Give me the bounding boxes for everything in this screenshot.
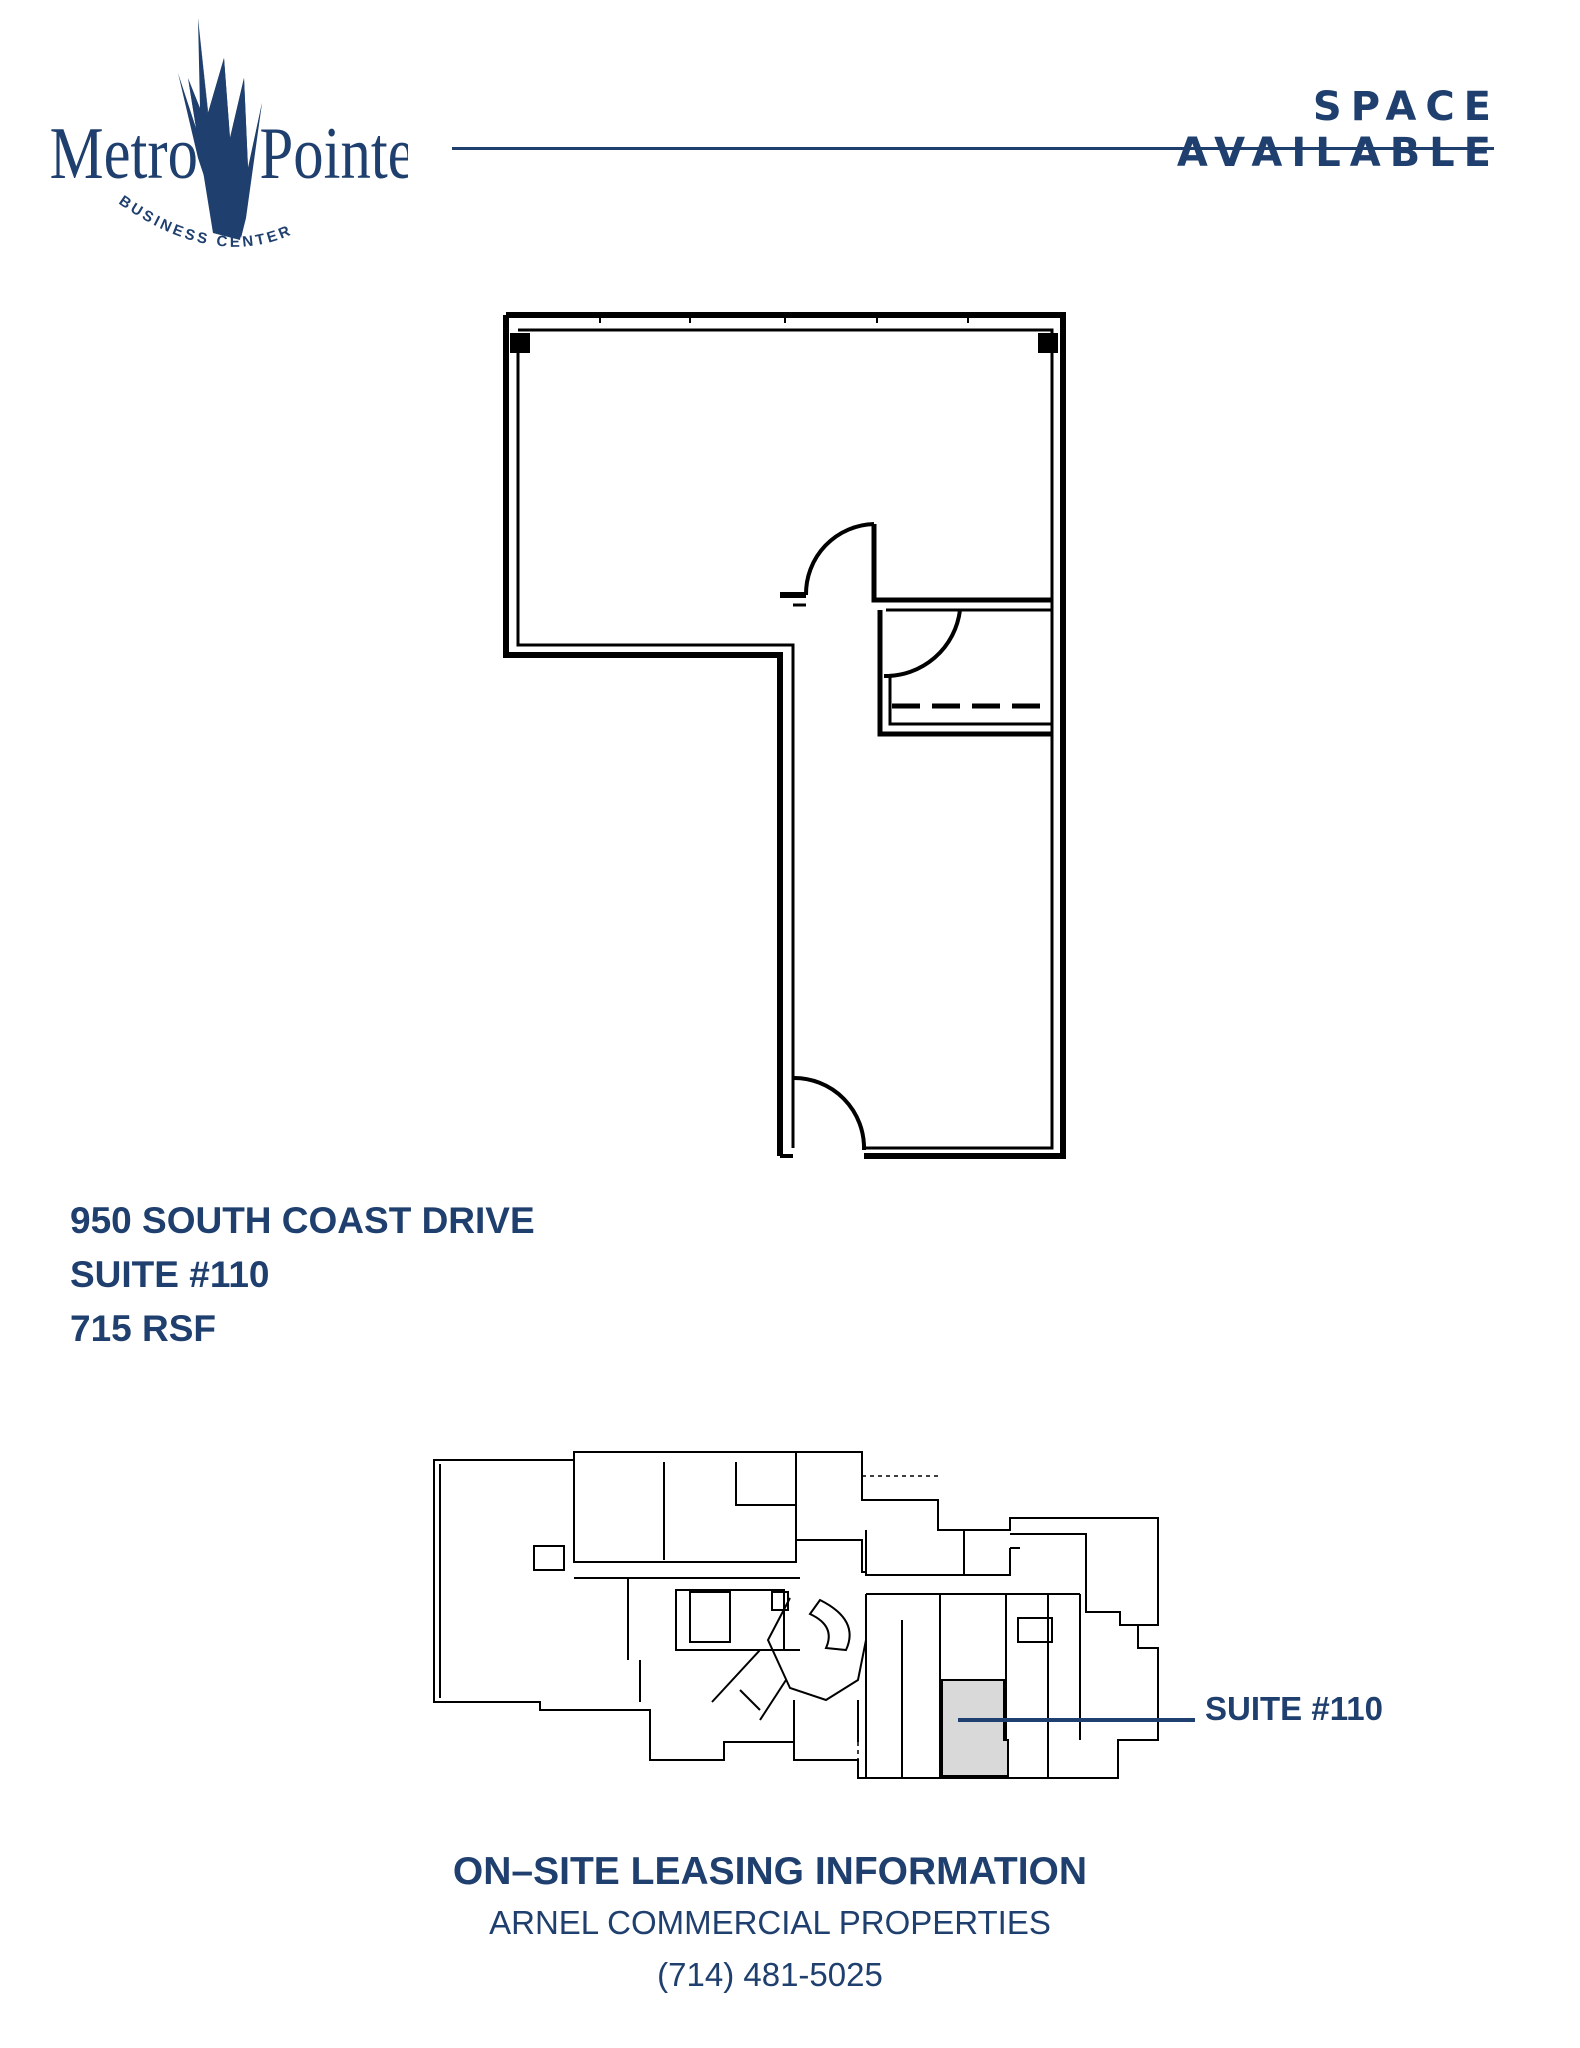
header-divider bbox=[452, 147, 1494, 150]
leasing-title: ON–SITE LEASING INFORMATION bbox=[452, 1850, 1088, 1893]
suite-floor-plan bbox=[503, 312, 1066, 1159]
column bbox=[510, 333, 530, 353]
column bbox=[1038, 333, 1058, 353]
leasing-phone[interactable]: (714) 481-5025 bbox=[657, 1956, 883, 1993]
door-swing bbox=[803, 522, 875, 596]
property-suite: SUITE #110 bbox=[70, 1254, 270, 1295]
page-title: SPACE AVAILABLE bbox=[1176, 84, 1500, 176]
metro-pointe-logo: Metro Pointe BUSINESS CENTER bbox=[50, 18, 408, 251]
logo-word-pointe: Pointe bbox=[260, 112, 408, 194]
partition-wall bbox=[871, 524, 1052, 603]
property-area: 715 RSF bbox=[70, 1308, 217, 1349]
left-wall-upper bbox=[503, 315, 783, 1156]
suite-callout-label: SUITE #110 bbox=[1205, 1690, 1383, 1727]
logo-tagline: BUSINESS CENTER bbox=[116, 192, 296, 250]
property-address: 950 SOUTH COAST DRIVE bbox=[70, 1200, 535, 1241]
suite-110-highlight bbox=[941, 1679, 1009, 1777]
logo-word-metro: Metro bbox=[50, 112, 198, 194]
closet-wall bbox=[877, 610, 1052, 737]
closet-door-swing bbox=[883, 609, 962, 679]
building-site-plan bbox=[433, 1451, 1195, 1779]
entry-door-swing bbox=[792, 1075, 867, 1151]
leasing-company: ARNEL COMMERCIAL PROPERTIES bbox=[489, 1904, 1051, 1941]
